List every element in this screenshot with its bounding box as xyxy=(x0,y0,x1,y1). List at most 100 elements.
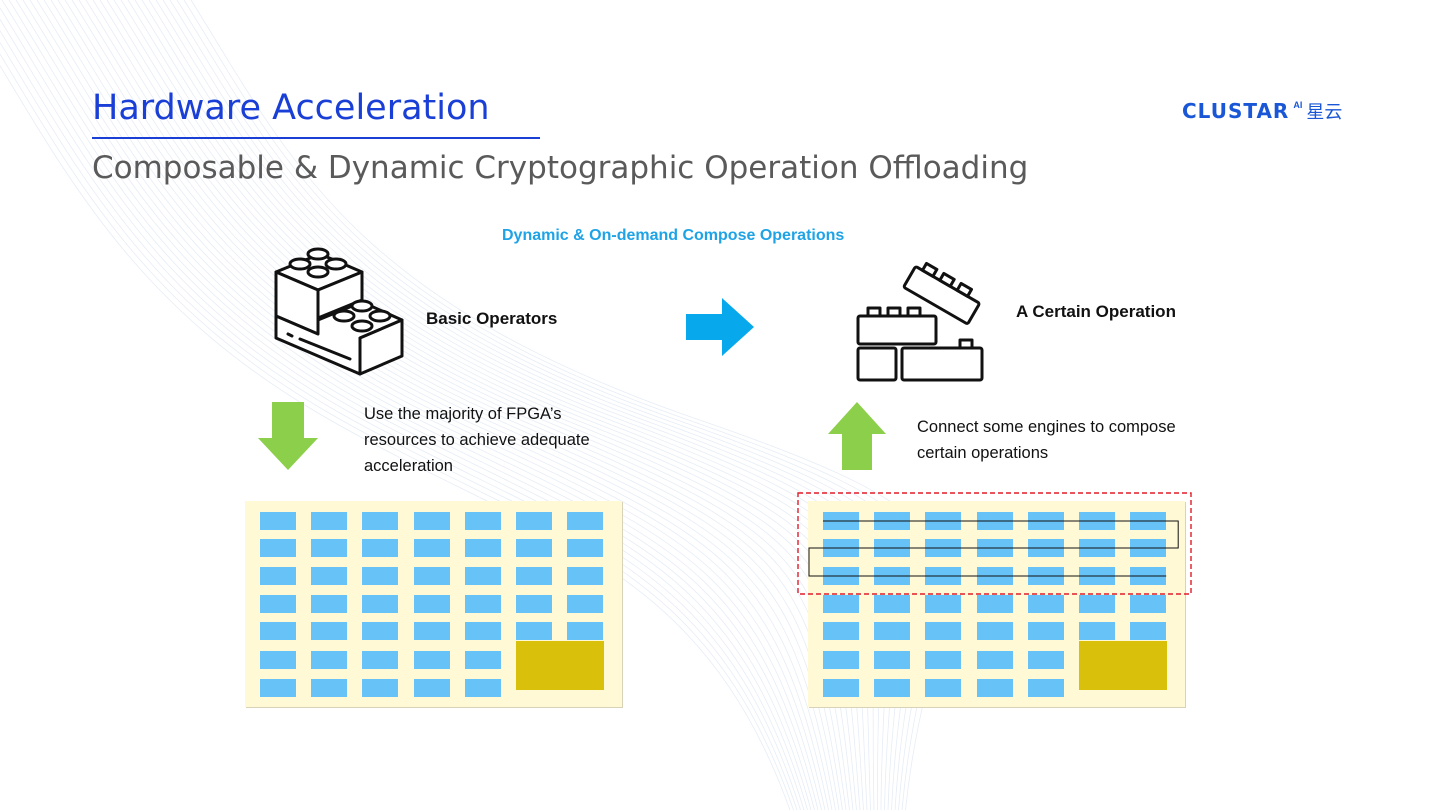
page-title: Hardware Acceleration xyxy=(92,88,490,128)
background-wave-line xyxy=(0,53,794,810)
engine-cell xyxy=(413,512,450,530)
engine-cell xyxy=(925,651,962,669)
engine-cell xyxy=(311,595,348,613)
engine-cell xyxy=(362,679,399,697)
basic-operators-label: Basic Operators xyxy=(426,309,558,328)
engine-cell xyxy=(823,679,859,697)
background-wave-line xyxy=(36,0,829,810)
engine-cell xyxy=(311,651,348,669)
engine-cell xyxy=(823,539,859,557)
engine-cell xyxy=(823,651,859,669)
engine-cell xyxy=(260,539,296,557)
engine-cell xyxy=(413,595,450,613)
engine-cell xyxy=(1130,567,1167,585)
engine-cell xyxy=(1079,512,1115,530)
engine-cell xyxy=(464,539,501,557)
fpga-board-basic xyxy=(245,501,622,707)
engine-cell xyxy=(516,539,552,557)
engine-cell xyxy=(464,595,501,613)
engine-cell xyxy=(567,539,604,557)
background-wave-line xyxy=(0,64,791,810)
engine-cell xyxy=(362,567,399,585)
engine-cell xyxy=(976,679,1013,697)
engine-cell xyxy=(1027,622,1064,640)
engine-cell xyxy=(874,567,911,585)
engine-cell xyxy=(362,539,399,557)
logo-chinese: 星云 xyxy=(1306,102,1343,122)
engine-cell xyxy=(516,595,552,613)
engine-cell xyxy=(362,595,399,613)
left-description-line: resources to achieve adequate xyxy=(364,431,590,449)
divider-gap xyxy=(790,383,818,386)
engine-cell xyxy=(976,567,1013,585)
page-subtitle: Composable & Dynamic Cryptographic Opera… xyxy=(92,150,1029,186)
engine-cell xyxy=(260,512,296,530)
engine-cell xyxy=(362,622,399,640)
fpga-board-composed xyxy=(808,501,1185,707)
engine-cell xyxy=(567,595,604,613)
left-description-line: acceleration xyxy=(364,457,453,475)
assembling-lego-bricks-icon xyxy=(856,261,984,382)
engine-cell xyxy=(362,651,399,669)
engine-cell xyxy=(567,622,604,640)
clustar-logo: CLUSTAR AI 星云 xyxy=(1182,98,1342,124)
engine-cell xyxy=(464,679,501,697)
engine-cell xyxy=(1130,512,1167,530)
engine-cell xyxy=(1079,539,1115,557)
background-wave-line xyxy=(8,0,815,810)
engine-cell xyxy=(925,595,962,613)
background-wave-line xyxy=(50,0,836,810)
engine-cell xyxy=(311,539,348,557)
engine-cell xyxy=(311,679,348,697)
engine-cell xyxy=(1130,539,1167,557)
engine-cell xyxy=(464,512,501,530)
certain-operation-label: A Certain Operation xyxy=(1016,302,1176,321)
background-wave-line xyxy=(0,41,798,810)
engine-cell xyxy=(516,567,552,585)
engine-cell xyxy=(1130,595,1167,613)
engine-cell xyxy=(567,512,604,530)
engine-cell xyxy=(976,595,1013,613)
engine-cell xyxy=(260,567,296,585)
diagram-heading: Dynamic & On-demand Compose Operations xyxy=(502,227,845,244)
right-description-line: certain operations xyxy=(917,444,1049,462)
engine-cell xyxy=(976,512,1013,530)
engine-cell xyxy=(1027,595,1064,613)
engine-cell xyxy=(1079,595,1115,613)
engine-cell xyxy=(413,679,450,697)
engine-cell xyxy=(874,539,911,557)
engine-cell xyxy=(413,651,450,669)
engine-cell xyxy=(516,622,552,640)
background-wave-line xyxy=(64,0,843,810)
engine-cell xyxy=(260,595,296,613)
engine-cell xyxy=(823,595,859,613)
engine-cell xyxy=(925,567,962,585)
engine-cell xyxy=(311,512,348,530)
left-description: Use the majority of FPGA’s resources to … xyxy=(364,401,590,479)
engine-cell xyxy=(874,622,911,640)
reserved-resource-block xyxy=(516,641,605,690)
engine-cell xyxy=(1130,622,1167,640)
engine-cell xyxy=(1027,567,1064,585)
engine-cell xyxy=(311,567,348,585)
engine-cell xyxy=(823,622,859,640)
engine-cell xyxy=(976,651,1013,669)
left-description-line: Use the majority of FPGA’s xyxy=(364,405,562,423)
right-description: Connect some engines to compose certain … xyxy=(917,414,1176,466)
engine-cell xyxy=(925,539,962,557)
background-wave-line xyxy=(57,0,840,810)
stacked-lego-bricks-icon xyxy=(274,247,404,376)
engine-cell xyxy=(413,567,450,585)
engine-cell xyxy=(311,622,348,640)
engine-cell xyxy=(874,512,911,530)
engine-cell xyxy=(1027,539,1064,557)
engine-cell xyxy=(464,651,501,669)
title-underline xyxy=(92,137,540,139)
background-wave-line xyxy=(22,0,822,810)
engine-cell xyxy=(925,622,962,640)
engine-cell xyxy=(1027,651,1064,669)
engine-cell xyxy=(516,512,552,530)
engine-cell xyxy=(976,622,1013,640)
engine-cell xyxy=(1079,622,1115,640)
background-wave-line xyxy=(0,18,805,810)
